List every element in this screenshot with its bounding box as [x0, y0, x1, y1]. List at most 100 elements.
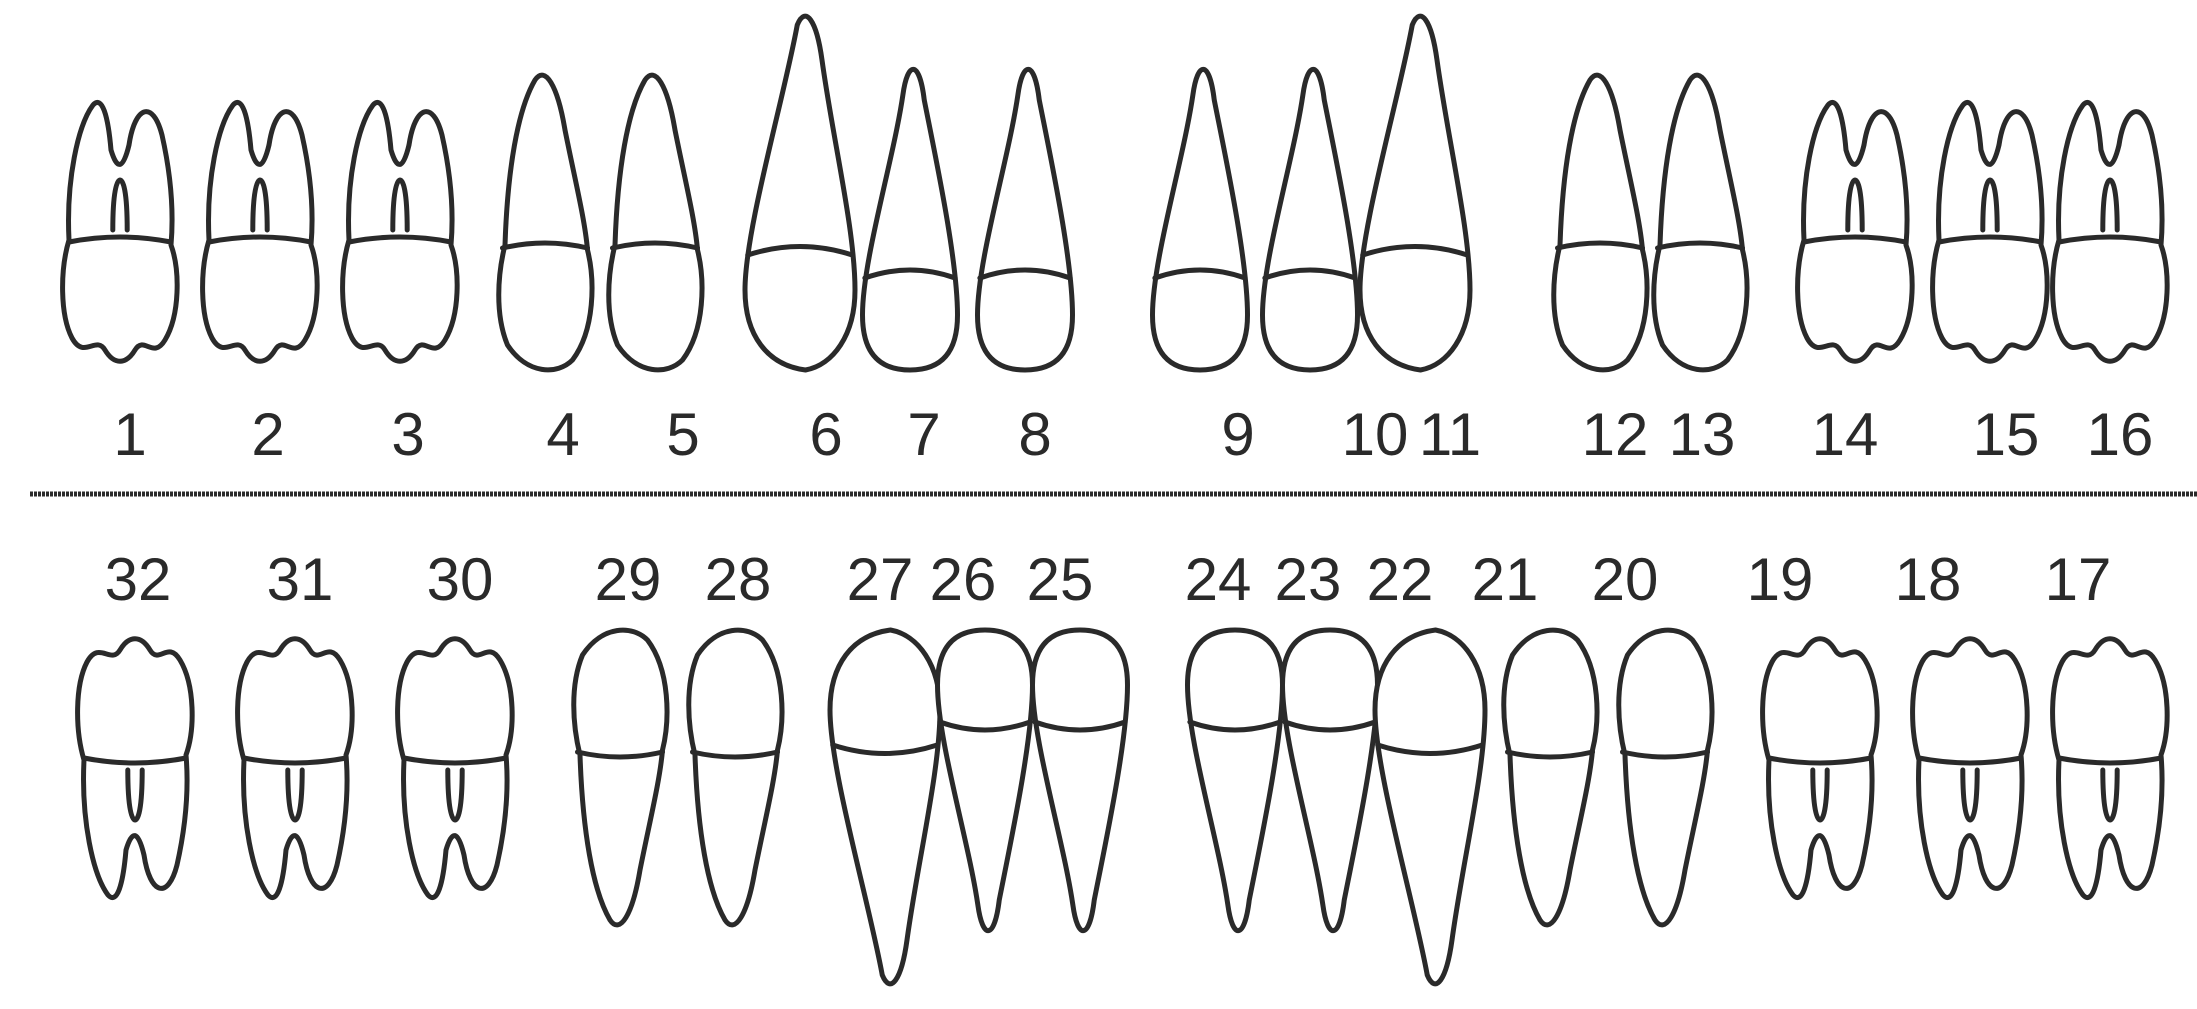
upper-tooth-13 — [1654, 75, 1747, 370]
upper-tooth-number-9: 9 — [1221, 401, 1254, 468]
tooth-5-outline — [609, 75, 702, 370]
upper-tooth-2 — [203, 102, 318, 361]
upper-arch — [63, 16, 2168, 370]
upper-tooth-number-10: 10 — [1342, 401, 1409, 468]
upper-tooth-number-2: 2 — [251, 401, 284, 468]
lower-tooth-20 — [1619, 630, 1712, 925]
tooth-26-outline — [938, 630, 1033, 931]
upper-tooth-number-15: 15 — [1973, 401, 2040, 468]
upper-tooth-11 — [1360, 16, 1470, 370]
lower-tooth-31 — [238, 639, 353, 898]
lower-tooth-number-32: 32 — [105, 546, 172, 613]
tooth-19-outline — [1763, 639, 1878, 898]
lower-tooth-number-23: 23 — [1275, 546, 1342, 613]
tooth-12-outline — [1554, 75, 1647, 370]
lower-tooth-32 — [78, 639, 193, 898]
tooth-1-outline — [63, 102, 178, 361]
tooth-4-outline — [499, 75, 592, 370]
tooth-15-outline — [1933, 102, 2048, 361]
upper-tooth-8 — [978, 69, 1073, 370]
upper-tooth-16 — [2053, 102, 2168, 361]
upper-tooth-number-16: 16 — [2087, 401, 2154, 468]
lower-tooth-29 — [574, 630, 667, 925]
tooth-9-outline — [1153, 69, 1248, 370]
lower-tooth-number-28: 28 — [705, 546, 772, 613]
lower-tooth-number-20: 20 — [1592, 546, 1659, 613]
tooth-22-outline — [1375, 630, 1485, 984]
tooth-10-outline — [1263, 69, 1358, 370]
upper-tooth-number-14: 14 — [1812, 401, 1879, 468]
tooth-21-outline — [1504, 630, 1597, 925]
upper-tooth-number-13: 13 — [1669, 401, 1736, 468]
upper-tooth-number-8: 8 — [1018, 401, 1051, 468]
lower-tooth-number-30: 30 — [427, 546, 494, 613]
lower-tooth-21 — [1504, 630, 1597, 925]
tooth-11-outline — [1360, 16, 1470, 370]
lower-tooth-number-17: 17 — [2045, 546, 2112, 613]
tooth-7-outline — [863, 69, 958, 370]
upper-tooth-number-6: 6 — [809, 401, 842, 468]
lower-tooth-number-18: 18 — [1895, 546, 1962, 613]
tooth-18-outline — [1913, 639, 2028, 898]
tooth-23-outline — [1283, 630, 1378, 931]
upper-tooth-9 — [1153, 69, 1248, 370]
lower-tooth-30 — [398, 639, 513, 898]
lower-tooth-22 — [1375, 630, 1485, 984]
upper-tooth-10 — [1263, 69, 1358, 370]
lower-tooth-19 — [1763, 639, 1878, 898]
upper-tooth-number-5: 5 — [666, 401, 699, 468]
lower-tooth-number-22: 22 — [1367, 546, 1434, 613]
upper-tooth-14 — [1798, 102, 1913, 361]
lower-tooth-17 — [2053, 639, 2168, 898]
upper-tooth-15 — [1933, 102, 2048, 361]
lower-tooth-18 — [1913, 639, 2028, 898]
lower-tooth-number-24: 24 — [1185, 546, 1252, 613]
upper-tooth-5 — [609, 75, 702, 370]
tooth-24-outline — [1188, 630, 1283, 931]
tooth-3-outline — [343, 102, 458, 361]
tooth-13-outline — [1654, 75, 1747, 370]
lower-tooth-number-21: 21 — [1472, 546, 1539, 613]
tooth-25-outline — [1033, 630, 1128, 931]
tooth-8-outline — [978, 69, 1073, 370]
upper-tooth-7 — [863, 69, 958, 370]
lower-tooth-27 — [830, 630, 940, 984]
tooth-30-outline — [398, 639, 513, 898]
upper-tooth-number-1: 1 — [113, 401, 146, 468]
lower-tooth-26 — [938, 630, 1033, 931]
upper-tooth-number-12: 12 — [1582, 401, 1649, 468]
lower-tooth-number-29: 29 — [595, 546, 662, 613]
lower-tooth-number-25: 25 — [1027, 546, 1094, 613]
lower-tooth-number-19: 19 — [1747, 546, 1814, 613]
tooth-29-outline — [574, 630, 667, 925]
tooth-17-outline — [2053, 639, 2168, 898]
upper-tooth-12 — [1554, 75, 1647, 370]
upper-tooth-number-11: 11 — [1419, 401, 1481, 468]
upper-tooth-3 — [343, 102, 458, 361]
upper-tooth-number-4: 4 — [546, 401, 579, 468]
upper-tooth-number-3: 3 — [391, 401, 424, 468]
tooth-6-outline — [745, 16, 855, 370]
tooth-2-outline — [203, 102, 318, 361]
upper-tooth-number-7: 7 — [907, 401, 940, 468]
tooth-32-outline — [78, 639, 193, 898]
tooth-16-outline — [2053, 102, 2168, 361]
tooth-27-outline — [830, 630, 940, 984]
lower-tooth-number-27: 27 — [847, 546, 914, 613]
tooth-14-outline — [1798, 102, 1913, 361]
lower-tooth-number-26: 26 — [930, 546, 997, 613]
tooth-31-outline — [238, 639, 353, 898]
lower-tooth-23 — [1283, 630, 1378, 931]
upper-tooth-4 — [499, 75, 592, 370]
lower-arch — [78, 630, 2168, 984]
lower-tooth-25 — [1033, 630, 1128, 931]
upper-tooth-1 — [63, 102, 178, 361]
lower-tooth-number-31: 31 — [267, 546, 334, 613]
lower-tooth-24 — [1188, 630, 1283, 931]
tooth-28-outline — [689, 630, 782, 925]
upper-tooth-6 — [745, 16, 855, 370]
lower-tooth-28 — [689, 630, 782, 925]
